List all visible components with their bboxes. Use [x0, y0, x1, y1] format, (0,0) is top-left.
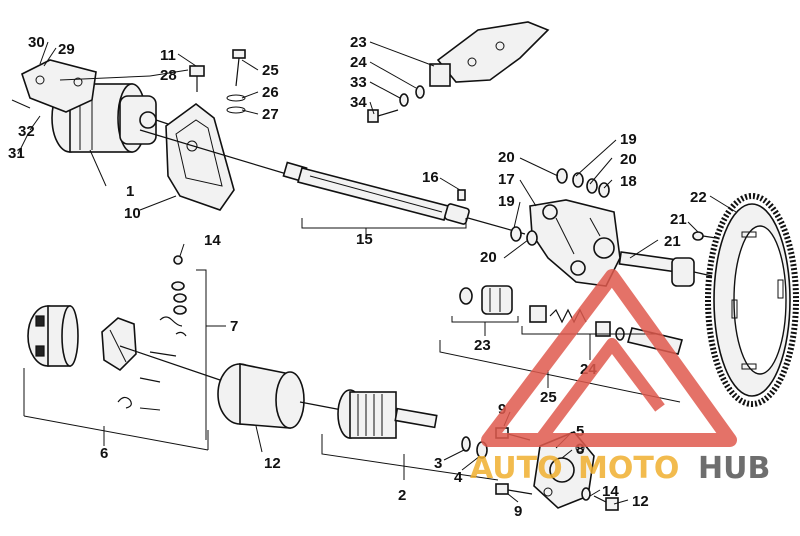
callout-21: 19 — [620, 131, 637, 148]
callout-32: 27 — [262, 106, 279, 123]
screw-27 — [692, 231, 717, 241]
callout-10: 12 — [264, 455, 281, 472]
callout-14: 14 — [602, 483, 619, 500]
housing-10 — [119, 345, 343, 429]
watermark-text-auto: AUTO — [470, 451, 563, 486]
callout-33: 28 — [160, 67, 177, 84]
callout-6: 6 — [100, 445, 108, 462]
brush-holder — [101, 317, 137, 372]
fasteners-29-38-39 — [367, 85, 425, 123]
callout-34: 29 — [58, 41, 75, 58]
callout-24: 23 — [474, 337, 491, 354]
washers-19-20-21 — [510, 168, 610, 246]
callout-19-a: 19 — [498, 193, 515, 210]
callout-18: 17 — [498, 171, 515, 188]
callout-11: 10 — [124, 205, 141, 222]
callout-31: 26 — [262, 84, 279, 101]
callout-labels: 30 29 28 11 25 26 27 32 31 1 10 23 24 33… — [8, 34, 707, 520]
watermark-text-moto: MOTO — [578, 451, 679, 486]
callout-13: 12 — [632, 493, 649, 510]
callout-35: 30 — [28, 34, 45, 51]
callout-22: 21 — [664, 233, 681, 250]
bolts-12-30 — [189, 49, 246, 114]
callout-29: 24 — [350, 54, 367, 71]
watermark-text-hub: HUB — [698, 451, 770, 486]
callout-15: 14 — [204, 232, 221, 249]
callout-5: 5 — [576, 423, 584, 440]
callout-19-b: 18 — [620, 173, 637, 190]
callout-9-b: 9 — [514, 503, 522, 520]
callout-23: 25 — [540, 389, 557, 406]
callout-20-b: 20 — [480, 249, 497, 266]
callout-20-a: 20 — [498, 149, 515, 166]
callout-9-a: 9 — [498, 401, 506, 418]
pinion-assembly-24 — [459, 285, 513, 315]
callout-36: 31 — [8, 145, 25, 162]
leader-lines — [11, 41, 737, 505]
mount-bracket-11 — [165, 102, 235, 211]
callout-30: 25 — [262, 62, 279, 79]
callout-16: 15 — [356, 231, 373, 248]
end-cap-6 — [27, 305, 79, 367]
drive-shaft-16 — [139, 129, 526, 235]
callout-4: 4 — [454, 469, 463, 486]
callout-17: 16 — [422, 169, 439, 186]
callout-12: 11 — [160, 47, 176, 64]
callout-38: 33 — [350, 74, 367, 91]
watermark-logo: AUTO MOTO HUB — [470, 269, 770, 486]
plate-28 — [429, 21, 550, 87]
callout-37: 32 — [18, 123, 35, 140]
callout-28: 23 — [350, 34, 367, 51]
callout-26: 22 — [690, 189, 707, 206]
callout-8: 8 — [576, 441, 584, 458]
end-plate-5 — [533, 431, 595, 509]
callout-27: 21 — [670, 211, 687, 228]
callout-3: 3 — [434, 455, 442, 472]
ring-gear-26 — [705, 193, 799, 407]
bracket-plate-34 — [21, 59, 97, 113]
callout-20-c: 20 — [620, 151, 637, 168]
brush-kit-7 — [117, 255, 187, 411]
callout-1: 1 — [126, 183, 134, 200]
callout-39: 34 — [350, 94, 367, 111]
shaft-22 — [618, 251, 713, 287]
callout-2: 2 — [398, 487, 406, 504]
armature-2 — [337, 389, 438, 439]
callout-7: 7 — [230, 318, 238, 335]
